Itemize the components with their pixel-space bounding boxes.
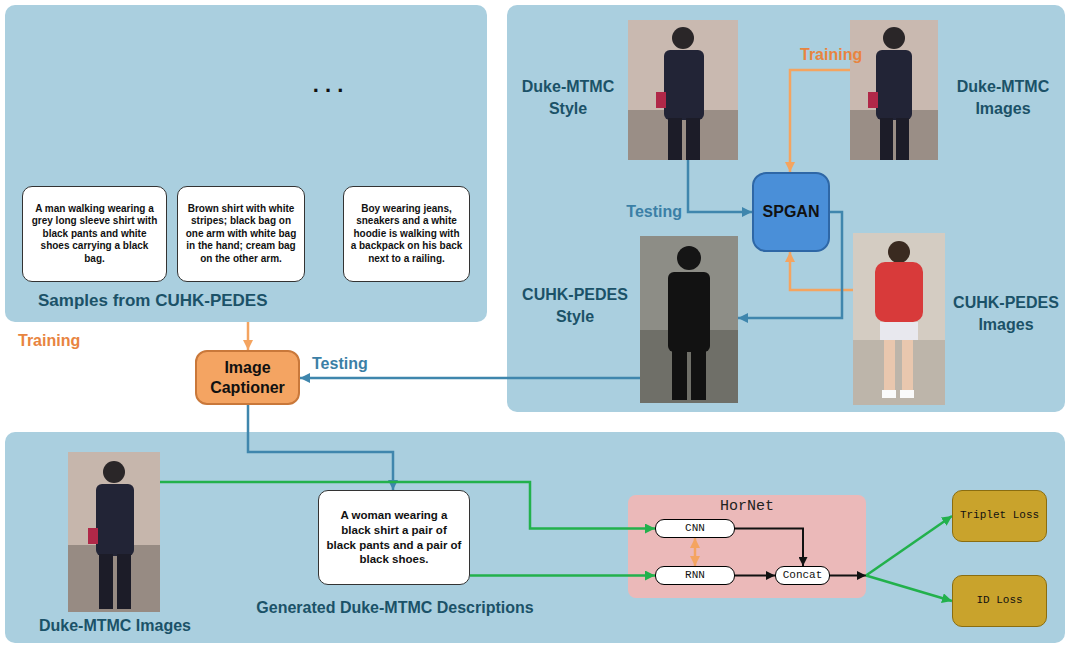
caption-box: Boy wearing jeans, sneakers and a white … [343, 186, 470, 282]
flow-arrow [470, 574, 655, 577]
sample-panel: Samples from CUHK-PEDES A man walking wea… [5, 5, 487, 322]
person-head [677, 246, 701, 270]
person-head [672, 27, 694, 49]
person-shoe [882, 390, 896, 398]
loss-box: Triplet Loss [952, 490, 1047, 542]
layer-name: Concat [780, 569, 825, 582]
box-title: Image Captioner [201, 358, 294, 396]
photo-background [853, 233, 945, 340]
person-leg [117, 554, 131, 609]
description-box: A woman wearing a black shirt a pair of … [318, 490, 470, 585]
person-torso [876, 50, 912, 120]
layer-pill: RNN [655, 566, 735, 585]
flow-arrow [866, 576, 952, 602]
output-wire [830, 575, 866, 577]
person-torso [96, 484, 134, 556]
caption-text: Boy wearing jeans, sneakers and a white … [350, 203, 463, 266]
panel-background [507, 5, 1065, 412]
person-head [883, 27, 905, 49]
image-label: Duke-MTMC Images [20, 615, 210, 637]
flow-arrow [790, 70, 850, 172]
person-leg [902, 340, 913, 390]
box-title: SPGAN [758, 202, 824, 221]
layer-name: CNN [660, 522, 730, 535]
person-leg [880, 118, 893, 160]
layer-name: RNN [660, 569, 730, 582]
person-torso [668, 272, 710, 352]
image-frame: Duke-MTMC Images [850, 20, 938, 160]
edge-label: Training [18, 331, 108, 350]
flow-arrow [688, 160, 752, 212]
person-backpack [875, 262, 923, 322]
image-frame: CUHK-PEDES Style [640, 236, 738, 403]
flow-arrow [694, 538, 697, 566]
image-frame: Duke-MTMC Images [68, 452, 160, 612]
flow-arrow [248, 405, 393, 490]
person-shoe [900, 390, 914, 398]
network-fill [628, 495, 866, 598]
module-title: HorNet [628, 498, 866, 515]
person-leg [99, 554, 113, 609]
layer-pill: Concat [775, 566, 830, 585]
person-leg [884, 340, 895, 390]
image-label: CUHK-PEDES Style [515, 284, 635, 327]
caption-box: Brown shirt with white stripes; black ba… [177, 186, 305, 282]
person-head [888, 241, 910, 263]
panel-background [5, 432, 1065, 643]
flow-arrow [735, 575, 775, 577]
person-leg [686, 118, 700, 160]
edge-label: Testing [588, 202, 682, 221]
loss-box: ID Loss [952, 575, 1047, 627]
photo-background [628, 20, 738, 160]
ellipsis-mark: . . . [296, 74, 360, 96]
description-text: A woman wearing a black shirt a pair of … [325, 508, 463, 568]
layer-name: Triplet Loss [957, 509, 1042, 522]
person-bag [868, 92, 878, 108]
edge-label: Training [800, 45, 880, 64]
person-shorts [880, 322, 918, 340]
flow-arrow [247, 322, 250, 350]
flow-arrow [790, 252, 853, 290]
layer-name: ID Loss [957, 594, 1042, 607]
image-label: Duke-MTMC Images [944, 76, 1062, 119]
person-leg [668, 118, 682, 160]
image-label: Generated Duke-MTMC Descriptions [215, 597, 575, 619]
person-head [103, 461, 125, 483]
process-box: Image Captioner [195, 350, 300, 405]
person-bag [88, 528, 98, 544]
flow-arrow [300, 377, 640, 380]
image-label: CUHK-PEDES Images [948, 292, 1064, 335]
image-frame: CUHK-PEDES Images [853, 233, 945, 405]
panel-heading: Samples from CUHK-PEDES [38, 290, 338, 312]
caption-text: Brown shirt with white stripes; black ba… [184, 203, 298, 266]
image-frame: Duke-MTMC Style [628, 20, 738, 160]
caption-text: A man walking wearing a grey long sleeve… [29, 203, 160, 266]
person-leg [896, 118, 909, 160]
photo-background [850, 20, 938, 160]
process-box: SPGAN [752, 172, 830, 252]
caption-box: A man walking wearing a grey long sleeve… [22, 186, 167, 282]
image-label: Duke-MTMC Style [512, 76, 624, 119]
edge-label: Testing [312, 354, 392, 373]
network-box: HorNetCNN RNN Concat [628, 495, 866, 598]
photo-floor [853, 340, 945, 405]
person-torso [664, 50, 704, 120]
person-leg [691, 350, 706, 400]
person-bag [656, 92, 666, 108]
person-leg [672, 350, 687, 400]
flow-arrow [735, 529, 803, 567]
flow-arrow [866, 516, 952, 576]
layer-pill: CNN [655, 519, 735, 538]
